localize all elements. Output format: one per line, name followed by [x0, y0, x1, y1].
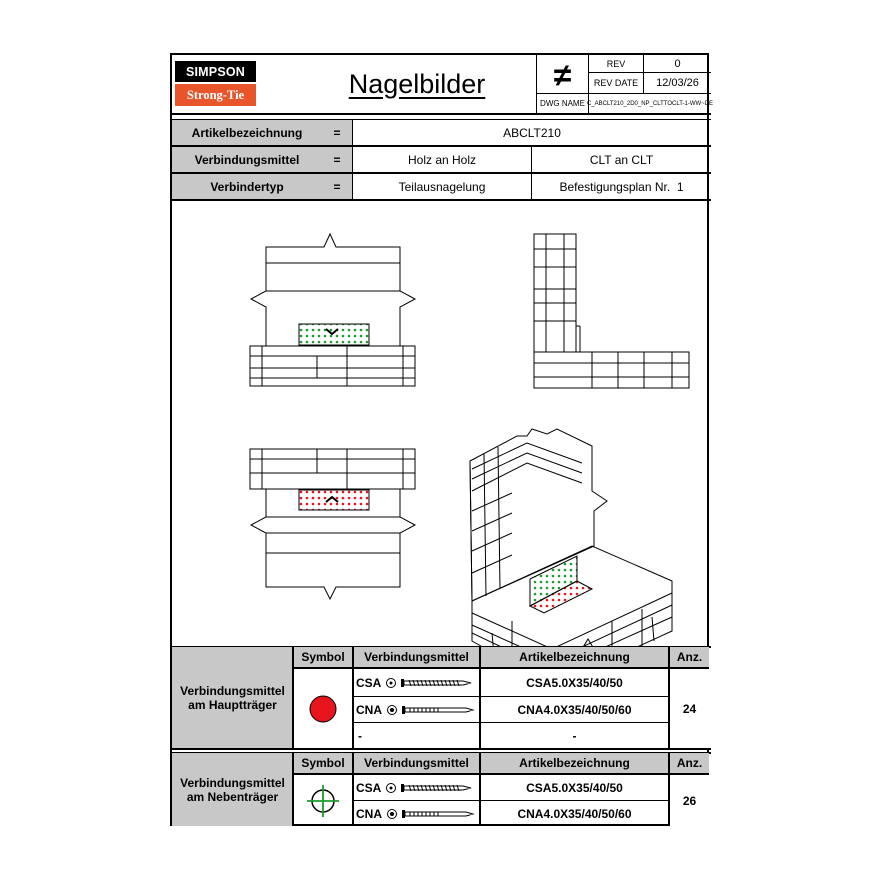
front-view — [249, 232, 417, 387]
table2-row-csa: CSA — [356, 775, 478, 800]
table2-header-bg — [293, 753, 709, 774]
dwg-name-label: DWG NAME — [540, 99, 585, 108]
brand-bottom-text: Strong-Tie — [186, 87, 245, 102]
header-article: Artikelbezeichnung — [519, 650, 630, 664]
group-label-line2: am Nebenträger — [186, 789, 279, 804]
nail-icon — [387, 808, 475, 819]
fastener-type: CSA — [356, 780, 382, 795]
label-artikelbezeichnung: Artikelbezeichnung — [191, 125, 303, 140]
table1-header-bg — [293, 647, 709, 668]
label-verbindertyp: Verbindertyp — [210, 179, 284, 194]
eq-sign: = — [333, 152, 341, 167]
table1-row-csa: CSA — [356, 669, 478, 696]
eq-sign: = — [333, 179, 341, 194]
fastener-type: CSA — [356, 675, 382, 690]
brand-top-text: SIMPSON — [185, 64, 246, 79]
header-qty: Anz. — [676, 756, 703, 770]
brand-simpson: SIMPSON — [175, 61, 256, 82]
table1-article-empty: - — [572, 728, 577, 743]
group-label-line2: am Hauptträger — [188, 698, 277, 712]
rev-label: REV — [606, 58, 626, 69]
nail-icon — [387, 704, 475, 715]
info-grey-block — [172, 119, 352, 200]
table1-group-label: Verbindungsmittel am Hauptträger — [172, 647, 293, 749]
table2-grey-block — [172, 753, 293, 826]
red-filled-circle-icon — [294, 669, 352, 748]
header-fastener: Verbindungsmittel — [364, 756, 469, 770]
table1-qty: 24 — [682, 701, 697, 716]
screw-icon — [386, 677, 472, 688]
dwg-name-value: C_ABCLT210_2D0_NP_CLTTOCLT-1-WW~DE — [586, 100, 714, 107]
table2-article-csa: CSA5.0X35/40/50 — [526, 780, 623, 795]
value-holz-an-holz: Holz an Holz — [407, 152, 477, 167]
header-symbol: Symbol — [301, 756, 345, 770]
assembly-drawings — [249, 232, 690, 647]
table1-article-csa: CSA5.0X35/40/50 — [526, 675, 623, 690]
befestigungsplan-text: Befestigungsplan Nr. — [559, 179, 671, 194]
rev-value: 0 — [674, 57, 681, 70]
table1-grey-block — [172, 647, 293, 749]
header-fastener: Verbindungsmittel — [364, 650, 469, 664]
table2-row-cna: CNA — [356, 801, 478, 826]
screw-icon — [386, 782, 472, 793]
value-teilausnagelung: Teilausnagelung — [398, 179, 486, 194]
table2-qty: 26 — [682, 793, 697, 808]
drawing-sheet: SIMPSON Strong-Tie Nagelbilder ≠ REV 0 R… — [170, 53, 714, 826]
header-article: Artikelbezeichnung — [519, 756, 630, 770]
page-title: Nagelbilder — [348, 68, 486, 99]
isometric-view — [469, 428, 673, 647]
table1-article-cna: CNA4.0X35/40/50/60 — [517, 702, 632, 717]
table2-article-cna: CNA4.0X35/40/50/60 — [517, 806, 632, 821]
value-article: ABCLT210 — [503, 125, 561, 140]
header-qty: Anz. — [676, 650, 703, 664]
brand-strongtie: Strong-Tie — [175, 84, 256, 106]
rev-date-label: REV DATE — [593, 78, 639, 88]
not-equal-symbol: ≠ — [553, 56, 572, 93]
group-label-line1: Verbindungsmittel — [180, 684, 285, 698]
fastener-type: CNA — [356, 806, 382, 821]
rev-date-value: 12/03/26 — [656, 77, 699, 89]
table2-group-label: Verbindungsmittel am Nebenträger — [172, 753, 293, 826]
value-clt-an-clt: CLT an CLT — [589, 152, 654, 167]
table1-row-empty: - — [358, 728, 362, 743]
plan-number: 1 — [676, 179, 684, 194]
eq-sign: = — [333, 125, 341, 140]
table1-row-cna: CNA — [356, 697, 478, 722]
fastener-type: CNA — [356, 702, 382, 717]
side-view — [533, 233, 690, 389]
group-label-line1: Verbindungsmittel — [180, 775, 285, 790]
bottom-view — [249, 448, 417, 601]
green-crosshair-icon — [294, 775, 352, 826]
label-verbindungsmittel: Verbindungsmittel — [194, 152, 300, 167]
table1-qty-cell: 24 — [670, 669, 709, 748]
header-symbol: Symbol — [301, 650, 345, 664]
table2-qty-cell: 26 — [670, 775, 709, 826]
value-befestigungsplan: Befestigungsplan Nr. 1 — [532, 174, 711, 199]
